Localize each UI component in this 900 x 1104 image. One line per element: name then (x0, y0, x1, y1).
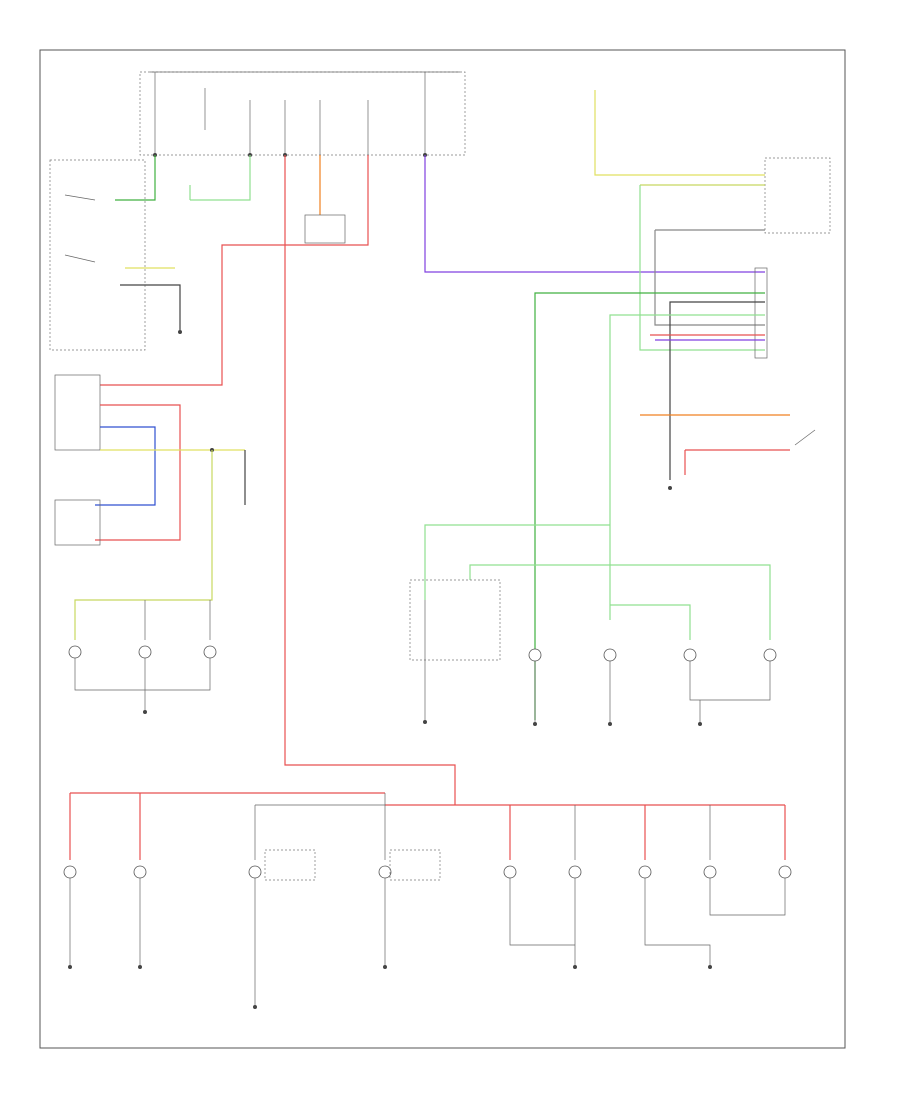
lamp (503, 865, 517, 879)
wire-red-trunk (284, 155, 456, 805)
lamp (683, 648, 697, 662)
wire-lightgreen (190, 155, 251, 201)
wire-yellowgreen (74, 450, 213, 640)
lamp (378, 865, 392, 879)
ground-point (533, 722, 537, 726)
switch-contact (64, 254, 96, 263)
diagram-border (39, 49, 846, 1049)
resistor-block (304, 214, 346, 244)
fuse-box (139, 71, 466, 156)
ground-point (143, 710, 147, 714)
wire-red-drop (69, 793, 786, 860)
lamp (68, 645, 82, 659)
lamp-return (69, 878, 786, 1005)
ground-point (608, 722, 612, 726)
lamp (763, 648, 777, 662)
ground-point (383, 965, 387, 969)
instrument-cluster (409, 579, 501, 661)
lamp (568, 865, 582, 879)
wire-red-bus (70, 792, 785, 806)
ground-point (668, 486, 672, 490)
connector-box (389, 849, 441, 881)
ground-point (708, 965, 712, 969)
lamp (63, 865, 77, 879)
ground-point (178, 330, 182, 334)
lamp (138, 645, 152, 659)
ground-point (68, 965, 72, 969)
wire-green (115, 155, 156, 201)
lamp (638, 865, 652, 879)
switch-contact (64, 194, 96, 201)
wire-yellow (594, 90, 765, 176)
lamp (203, 645, 217, 659)
wire-black (669, 301, 765, 480)
wire-red (95, 404, 181, 541)
connector-stack (754, 267, 768, 359)
lamp (703, 865, 717, 879)
wire-gray (654, 230, 765, 326)
lamp (248, 865, 262, 879)
wire-lightgreen (424, 524, 610, 600)
wire-drop (254, 793, 711, 860)
brake-switch-box (54, 499, 101, 546)
lamp (133, 865, 147, 879)
ground-point (253, 1005, 257, 1009)
ground-point (698, 722, 702, 726)
turn-switch-box (764, 157, 831, 234)
wire-red-main (100, 155, 369, 386)
wire-blue (95, 426, 156, 506)
wire-lightgreen (609, 314, 765, 620)
module-box (54, 374, 101, 451)
connector-box (264, 849, 316, 881)
ground-point (573, 965, 577, 969)
lamp-feed (144, 600, 211, 640)
wire-black (120, 284, 181, 330)
wire-purple (424, 155, 765, 273)
light-switch-box (49, 159, 146, 351)
wire-green (534, 292, 765, 720)
lamp-return (74, 658, 211, 710)
lamp (778, 865, 792, 879)
lamp-return (534, 661, 771, 722)
wire-lightgreen (610, 604, 691, 640)
wire-lightgreen (469, 564, 771, 640)
ground-point (423, 720, 427, 724)
lamp (603, 648, 617, 662)
ground-point (138, 965, 142, 969)
switch-contact (794, 429, 816, 446)
wire-lightgreen (639, 185, 765, 351)
lamp (528, 648, 542, 662)
